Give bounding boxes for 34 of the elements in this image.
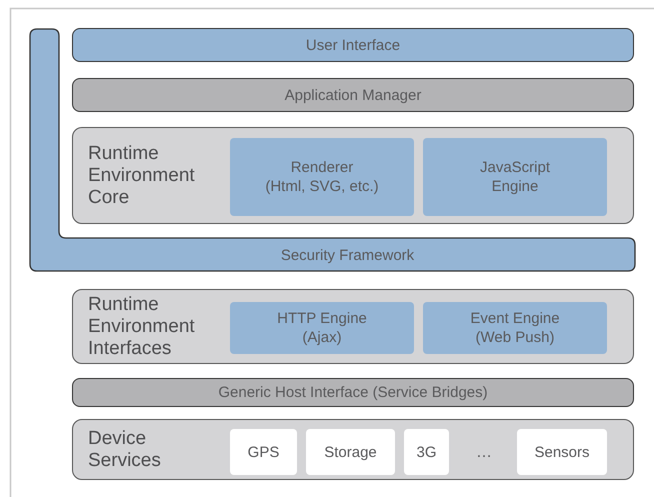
component-box <box>230 429 297 475</box>
component-label: GPS <box>248 442 280 462</box>
layer-title: Security Framework <box>280 246 416 266</box>
component-box <box>230 138 414 216</box>
layer-title: Generic Host Interface (Service Bridges) <box>218 384 488 401</box>
component-label: Sensors <box>534 442 590 462</box>
component-box <box>404 429 449 475</box>
layer-heading: Device Services <box>88 428 162 472</box>
component-label: Engine <box>492 177 538 196</box>
layer-title: Application Manager <box>284 86 422 104</box>
ellipsis-label: … <box>476 444 492 462</box>
layer-title: User Interface <box>306 36 400 54</box>
component-box <box>423 302 607 354</box>
layer-heading: Runtime Environment Core <box>88 142 196 208</box>
component-box <box>423 138 607 216</box>
layer-panel <box>72 127 634 224</box>
component-box <box>517 429 607 475</box>
component-box <box>230 302 414 354</box>
layer-bar <box>72 78 634 112</box>
component-label: Event Engine <box>470 309 560 328</box>
layer-panel <box>72 419 634 480</box>
component-label: (Web Push) <box>476 328 554 347</box>
layer-heading: Runtime Environment Interfaces <box>88 294 196 360</box>
component-label: Storage <box>324 442 377 462</box>
component-label: (Ajax) <box>302 328 342 347</box>
component-label: Renderer <box>290 158 354 177</box>
component-label: (Html, SVG, etc.) <box>265 177 379 196</box>
layer-bar <box>72 378 634 407</box>
component-label: HTTP Engine <box>277 309 367 328</box>
layer-bar <box>72 28 634 62</box>
component-label: 3G <box>416 442 436 462</box>
component-box <box>306 429 395 475</box>
component-label: JavaScript <box>480 158 550 177</box>
layer-panel <box>72 289 634 364</box>
